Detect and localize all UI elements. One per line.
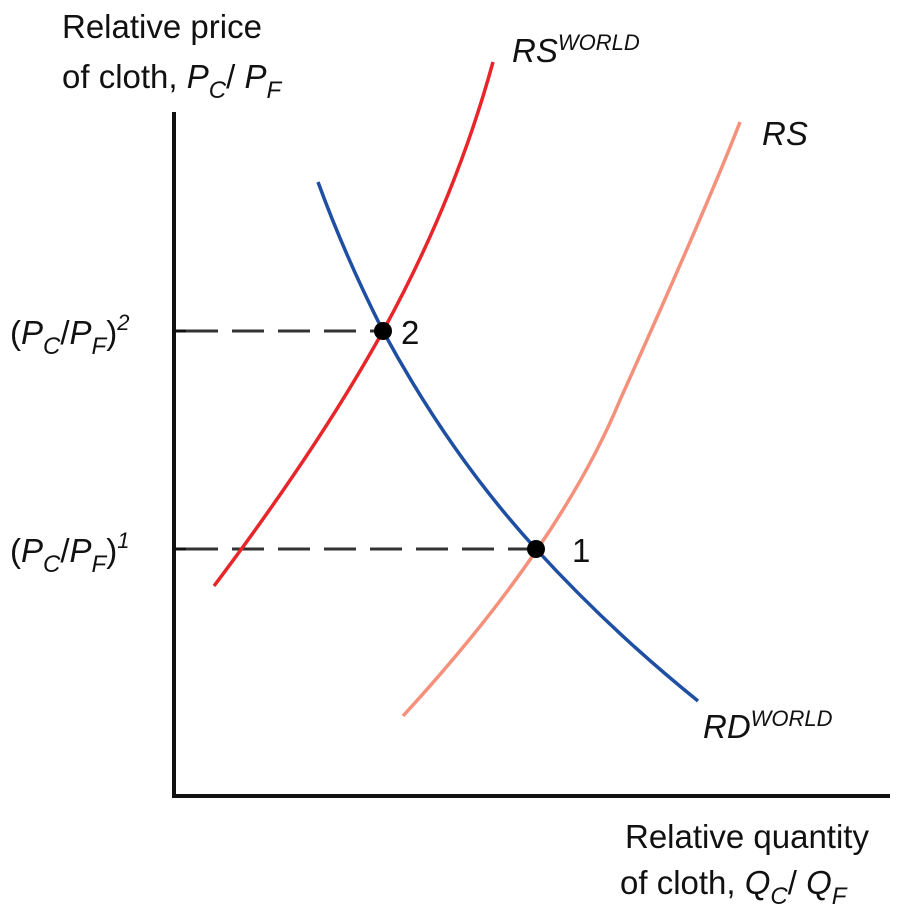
y-tick-label-price1: (PC/PF)1 (10, 528, 129, 578)
curve-rd-world (316, 181, 700, 703)
series-label-rd-world: RDWORLD (703, 706, 833, 745)
series-label-rs-world: RSWORLD (512, 30, 640, 69)
equilibrium-point-1 (527, 540, 545, 558)
y-axis-title-line2: of cloth, PC/ PF (62, 58, 282, 104)
curve-rs-world (212, 61, 495, 588)
y-axis-title-line1: Relative price (62, 8, 262, 45)
curve-rs (401, 121, 742, 718)
series-label-rs: RS (762, 115, 808, 152)
y-tick-label-price2: (PC/PF)2 (10, 310, 129, 360)
point-label-2: 2 (401, 314, 419, 351)
x-axis-title-line2: of cloth, QC/ QF (620, 864, 848, 910)
x-axis-title-line1: Relative quantity (625, 818, 869, 855)
point-label-1: 1 (572, 532, 590, 569)
equilibrium-point-2 (374, 322, 392, 340)
